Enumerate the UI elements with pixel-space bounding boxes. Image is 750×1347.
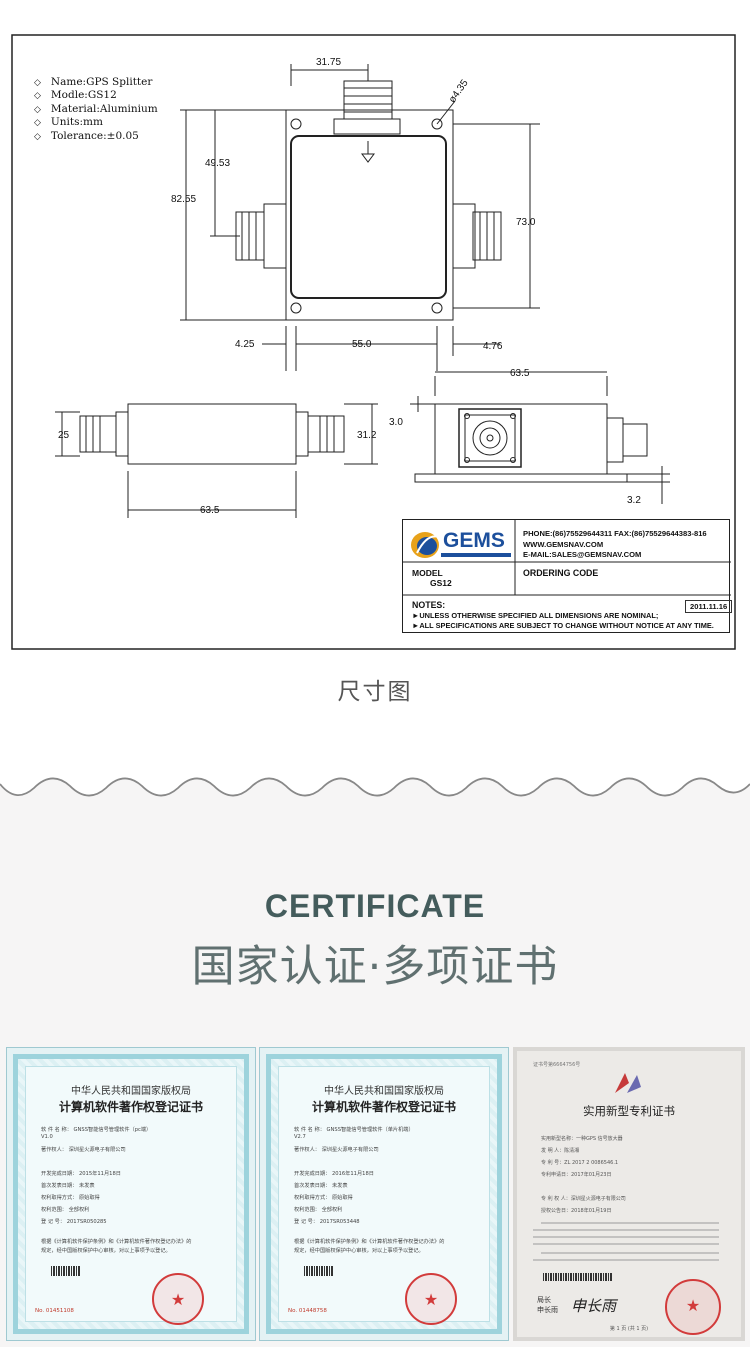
- cert-foot-line: 根据《计算机软件保护条例》和《计算机软件著作权登记办法》的: [294, 1239, 445, 1245]
- cert-number: No. 01448758: [288, 1308, 327, 1314]
- cert-heading: 计算机软件著作权登记证书: [58, 1100, 203, 1114]
- spec-units: Units:mm: [34, 116, 158, 129]
- utility-patent-certificate[interactable]: 证书号第6664756号 实用新型专利证书 实用新型名称：一种GPS 信号放大器…: [513, 1047, 745, 1341]
- spec-material: Material:Aluminium: [34, 103, 158, 116]
- drawing-frame: [11, 34, 736, 650]
- cert-line: 开发完成日期： 2016年11月18日: [294, 1171, 374, 1177]
- ordering-code: ORDERING CODE: [523, 568, 599, 578]
- cert-line: 首次发表日期： 未发表: [294, 1183, 348, 1189]
- barcode-icon: [51, 1266, 81, 1276]
- spec-tolerance: Tolerance:±0.05: [34, 130, 158, 143]
- patent-line: 专利申请日：2017年01月23日: [541, 1172, 612, 1178]
- dim-82: 82.55: [171, 194, 197, 205]
- patent-line: 专 利 号：ZL 2017 2 0086546.1: [541, 1160, 619, 1166]
- contact-info: PHONE:(86)75529644311 FAX:(86)7552964438…: [523, 529, 707, 561]
- cert-line: 著作权人： 深圳星火源电子有限公司: [294, 1147, 379, 1153]
- patent-line: 实用新型名称：一种GPS 信号放大器: [541, 1136, 623, 1142]
- dim-73: 73.0: [516, 217, 536, 228]
- software-copyright-certificate-2[interactable]: 中华人民共和国国家版权局 计算机软件著作权登记证书 软 件 名 称： GNSS智…: [259, 1047, 509, 1341]
- signature-label: 局长: [537, 1296, 551, 1304]
- cert-line: 开发完成日期： 2015年11月18日: [41, 1171, 121, 1177]
- cert-line: 权利范围： 全部权利: [41, 1207, 90, 1213]
- model-value: GS12: [430, 578, 452, 588]
- contact-email: E-MAIL:SALES@GEMSNAV.COM: [523, 550, 642, 560]
- patent-body-text: [533, 1222, 719, 1261]
- dim-635-end: 63.5: [510, 368, 530, 379]
- cert-foot: 根据《计算机软件保护条例》和《计算机软件著作权登记办法》的 规定，经中国版权保护…: [41, 1238, 191, 1256]
- spec-list: Name:GPS Splitter Modle:GS12 Material:Al…: [34, 76, 158, 143]
- official-seal-icon: [665, 1279, 721, 1335]
- cert-line: 登 记 号： 2017SR053448: [294, 1219, 360, 1225]
- cert-line: V2.7: [294, 1134, 306, 1140]
- cert-line: V1.0: [41, 1134, 53, 1140]
- dim-55: 55.0: [352, 339, 372, 350]
- notes-label: NOTES:: [412, 600, 446, 610]
- patent-line: 发 明 人：陈清湘: [541, 1148, 580, 1154]
- patent-line: 授权公告日：2018年01月19日: [541, 1208, 612, 1214]
- cert-foot-line: 规定，经中国版权保护中心审核，对以上事项予以登记。: [41, 1248, 171, 1254]
- cert-heading: 计算机软件著作权登记证书: [311, 1100, 456, 1114]
- patent-header: 证书号第6664756号: [533, 1062, 581, 1068]
- dim-top-width: 31.75: [316, 57, 342, 68]
- cert-line: 权利取得方式： 原始取得: [294, 1195, 353, 1201]
- patent-page-number: 第 1 页 (共 1 页): [609, 1326, 649, 1332]
- wave-divider: [0, 764, 750, 797]
- cert-line: 登 记 号： 2017SR050285: [41, 1219, 107, 1225]
- barcode-icon: [304, 1266, 334, 1276]
- signature-label-name: 申长雨: [537, 1306, 558, 1314]
- dim-312: 31.2: [357, 430, 377, 441]
- drawing-date: 2011.11.16: [685, 600, 733, 613]
- gems-logo-text: GEMS: [443, 529, 505, 552]
- cert-number: No. 01451108: [35, 1308, 74, 1314]
- spec-model: Modle:GS12: [34, 89, 158, 102]
- patent-emblem-icon: [615, 1073, 641, 1093]
- official-seal-icon: [152, 1273, 204, 1325]
- title-block: GEMS PHONE:(86)75529644311 FAX:(86)75529…: [402, 519, 733, 633]
- cert-issuer: 中华人民共和国国家版权局: [71, 1086, 191, 1097]
- cert-line: 软 件 名 称： GNSS智能信号管理软件（pc端）: [41, 1127, 152, 1133]
- model-label: MODEL: [412, 568, 443, 578]
- gems-logo-icon: [411, 532, 511, 558]
- drawing-svg: [11, 34, 736, 650]
- title-block-lines: [403, 520, 731, 596]
- gems-logo: GEMS: [409, 527, 513, 567]
- drawing-caption: 尺寸图: [337, 679, 413, 705]
- patent-title: 实用新型专利证书: [583, 1104, 675, 1118]
- cert-foot-line: 规定，经中国版权保护中心审核，对以上事项予以登记。: [294, 1248, 424, 1254]
- dim-635-side: 63.5: [200, 505, 220, 516]
- cert-foot-line: 根据《计算机软件保护条例》和《计算机软件著作权登记办法》的: [41, 1239, 192, 1245]
- contact-phone: PHONE:(86)75529644311 FAX:(86)7552964438…: [523, 529, 707, 538]
- note-1: ►UNLESS OTHERWISE SPECIFIED ALL DIMENSIO…: [412, 611, 659, 620]
- official-seal-icon: [405, 1273, 457, 1325]
- dim-425: 4.25: [235, 339, 255, 350]
- cert-line: 首次发表日期： 未发表: [41, 1183, 95, 1189]
- cert-line: 软 件 名 称： GNSS智能信号管理软件（单片机端）: [294, 1127, 414, 1133]
- dim-476: 4.76: [483, 341, 503, 352]
- dim-25: 25: [58, 430, 70, 441]
- spec-name: Name:GPS Splitter: [34, 76, 158, 89]
- patent-line: 专 利 权 人：深圳星火源电子有限公司: [541, 1196, 626, 1202]
- cert-line: 权利范围： 全部权利: [294, 1207, 343, 1213]
- note-2: ►ALL SPECIFICATIONS ARE SUBJECT TO CHANG…: [412, 621, 714, 630]
- dimension-drawing: Name:GPS Splitter Modle:GS12 Material:Al…: [0, 26, 750, 652]
- cert-line: 著作权人： 深圳星火源电子有限公司: [41, 1147, 126, 1153]
- dim-32: 3.2: [627, 495, 641, 506]
- contact-web: WWW.GEMSNAV.COM: [523, 539, 604, 549]
- certificate-subtitle: 国家认证·多项证书: [191, 942, 559, 992]
- certificate-title: CERTIFICATE: [264, 888, 486, 924]
- top-view-flange: [285, 109, 454, 321]
- software-copyright-certificate-1[interactable]: 中华人民共和国国家版权局 计算机软件著作权登记证书 软 件 名 称： GNSS智…: [6, 1047, 256, 1341]
- director-signature: 申长雨: [571, 1297, 617, 1315]
- top-view-body: [290, 135, 447, 299]
- barcode-icon: [543, 1273, 613, 1281]
- cert-line: 权利取得方式： 原始取得: [41, 1195, 100, 1201]
- cert-issuer: 中华人民共和国国家版权局: [324, 1086, 444, 1097]
- dim-30: 3.0: [389, 417, 403, 428]
- cert-foot: 根据《计算机软件保护条例》和《计算机软件著作权登记办法》的 规定，经中国版权保护…: [294, 1238, 444, 1256]
- dim-49: 49.53: [205, 158, 231, 169]
